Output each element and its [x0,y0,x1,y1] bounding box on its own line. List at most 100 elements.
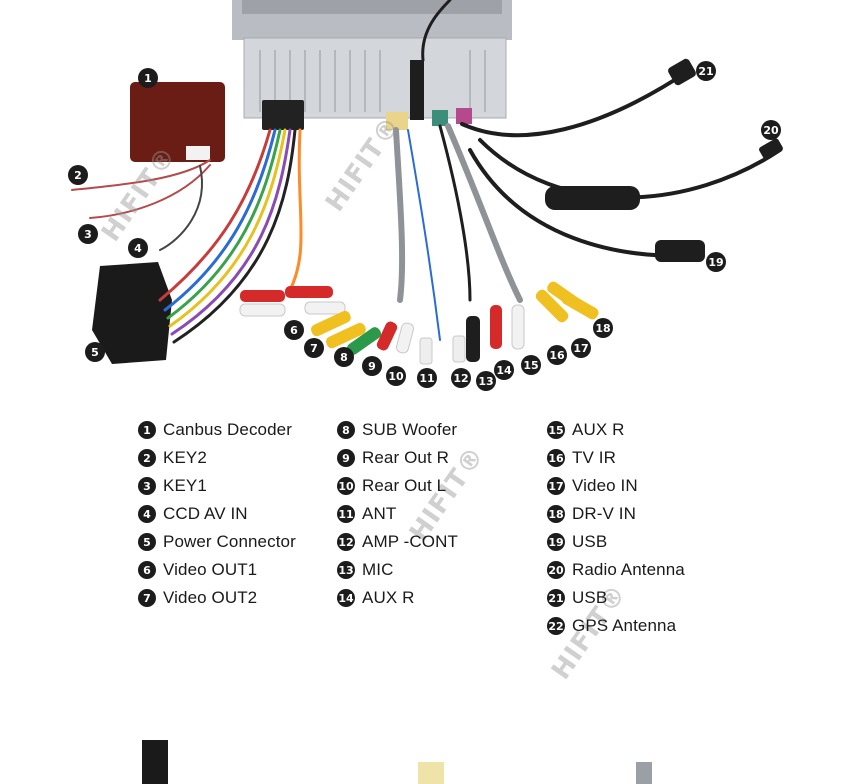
number-badge: 16 [547,449,565,467]
legend-label: Video IN [572,476,638,495]
rca-connectors-right [490,281,599,350]
callout-3: 3 [78,224,98,244]
legend-item: 6 Video OUT1 [138,556,296,584]
legend-label: Canbus Decoder [163,420,292,439]
legend-item: 1 Canbus Decoder [138,416,296,444]
legend-label: Power Connector [163,532,296,551]
legend-item: 11 ANT [337,500,458,528]
number-badge: 13 [337,561,355,579]
bottom-preview-yellow-connector [418,762,444,784]
legend-item: 18 DR-V IN [547,500,685,528]
legend-label: CCD AV IN [163,504,248,523]
callout-12: 12 [451,368,471,388]
number-badge: 9 [337,449,355,467]
legend-label: Rear Out L [362,476,447,495]
number-badge: 2 [138,449,156,467]
legend-item: 14 AUX R [337,584,458,612]
number-badge: 19 [547,533,565,551]
legend-label: Rear Out R [362,448,449,467]
legend-item: 12 AMP -CONT [337,528,458,556]
number-badge: 12 [337,533,355,551]
callout-19: 19 [706,252,726,272]
legend-label: KEY2 [163,448,207,467]
legend-label: GPS Antenna [572,616,677,635]
callout-18: 18 [593,318,613,338]
callout-21: 21 [696,61,716,81]
head-unit-chassis [232,0,512,130]
number-badge: 1 [138,421,156,439]
legend-item: 15 AUX R [547,416,685,444]
number-badge: 7 [138,589,156,607]
legend-label: Radio Antenna [572,560,685,579]
callout-9: 9 [362,356,382,376]
legend-item: 10 Rear Out L [337,472,458,500]
legend-item: 13 MIC [337,556,458,584]
number-badge: 20 [547,561,565,579]
number-badge: 14 [337,589,355,607]
legend-item: 17 Video IN [547,472,685,500]
callout-11: 11 [417,368,437,388]
harness-wires [71,0,782,344]
callout-6: 6 [284,320,304,340]
number-badge: 17 [547,477,565,495]
callout-14: 14 [494,360,514,380]
canbus-decoder-box [130,82,225,162]
legend-item: 20 Radio Antenna [547,556,685,584]
legend-item: 8 SUB Woofer [337,416,458,444]
legend-label: Video OUT1 [163,560,258,579]
legend-label: AUX R [362,588,415,607]
callout-13: 13 [476,371,496,391]
bottom-preview-black-connector [142,740,168,784]
legend-item: 21 USB [547,584,685,612]
legend-item: 7 Video OUT2 [138,584,296,612]
number-badge: 5 [138,533,156,551]
legend-label: AUX R [572,420,625,439]
usb-and-antenna-parts [545,58,783,262]
legend-label: KEY1 [163,476,207,495]
callout-5: 5 [85,342,105,362]
wiring-diagram [71,0,783,365]
legend-item: 22 GPS Antenna [547,612,685,640]
number-badge: 15 [547,421,565,439]
legend-item: 2 KEY2 [138,444,296,472]
legend-item: 9 Rear Out R [337,444,458,472]
callout-7: 7 [304,338,324,358]
number-badge: 21 [547,589,565,607]
legend-item: 19 USB [547,528,685,556]
number-badge: 11 [337,505,355,523]
number-badge: 4 [138,505,156,523]
legend-label: MIC [362,560,394,579]
legend-item: 5 Power Connector [138,528,296,556]
legend-label: SUB Woofer [362,420,458,439]
callout-2: 2 [68,165,88,185]
legend-item: 16 TV IR [547,444,685,472]
number-badge: 18 [547,505,565,523]
legend-label: USB [572,588,608,607]
callout-20: 20 [761,120,781,140]
callout-17: 17 [571,338,591,358]
number-badge: 8 [337,421,355,439]
legend-label: TV IR [572,448,616,467]
callout-15: 15 [521,355,541,375]
legend-item: 4 CCD AV IN [138,500,296,528]
rca-connectors-left [239,286,480,365]
bottom-preview-gray-connector [636,762,652,784]
callout-8: 8 [334,347,354,367]
callout-10: 10 [386,366,406,386]
legend-label: USB [572,532,608,551]
power-connector [92,262,172,364]
legend-label: Video OUT2 [163,588,258,607]
number-badge: 10 [337,477,355,495]
callout-1: 1 [138,68,158,88]
legend-label: AMP -CONT [362,532,458,551]
number-badge: 22 [547,617,565,635]
legend-label: DR-V IN [572,504,636,523]
legend-label: ANT [362,504,397,523]
number-badge: 6 [138,561,156,579]
callout-4: 4 [128,238,148,258]
callout-16: 16 [547,345,567,365]
